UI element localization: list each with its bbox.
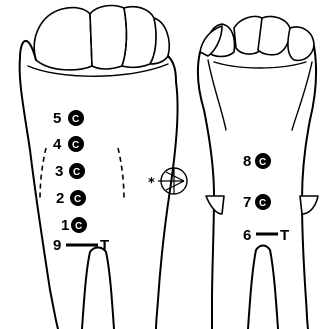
ventral-palm-top-curve bbox=[214, 62, 306, 68]
dorsal-view: 5 C 4 C 3 C 2 C 1 C 9 T bbox=[20, 6, 178, 329]
asterisk-icon: * bbox=[148, 176, 155, 191]
t-marker: T bbox=[280, 227, 289, 244]
ventral-view: 8 C 7 C 6 T bbox=[198, 16, 318, 329]
point-number: 8 bbox=[243, 153, 251, 170]
dorsal-point-5: 5 C bbox=[53, 110, 84, 127]
ventral-point-8: 8 C bbox=[243, 153, 271, 170]
ventral-leg-outline bbox=[198, 46, 316, 329]
ventral-left-spur bbox=[206, 196, 224, 214]
ventral-pad-right bbox=[288, 27, 314, 60]
dorsal-inner-groove bbox=[82, 248, 114, 329]
ventral-palm-right-line bbox=[292, 62, 312, 130]
dorsal-right-dash bbox=[118, 148, 124, 200]
asterisk-compass-symbol: * bbox=[148, 168, 187, 194]
ventral-point-7: 7 C bbox=[243, 194, 271, 211]
point-number: 9 bbox=[53, 237, 61, 254]
dorsal-left-dash bbox=[40, 148, 46, 200]
ventral-palm-left-line bbox=[208, 60, 226, 130]
c-symbol: C bbox=[74, 194, 81, 205]
point-number: 4 bbox=[53, 136, 62, 153]
c-symbol: C bbox=[75, 221, 82, 232]
dorsal-point-9: 9 T bbox=[53, 237, 109, 254]
point-number: 3 bbox=[55, 163, 63, 180]
dorsal-mid-left-claw bbox=[90, 6, 126, 69]
ventral-point-6: 6 T bbox=[243, 227, 289, 244]
point-number: 6 bbox=[243, 227, 251, 244]
ventral-inner-groove bbox=[248, 246, 278, 329]
dorsal-point-2: 2 C bbox=[56, 190, 86, 207]
c-symbol: C bbox=[259, 198, 266, 209]
point-number: 5 bbox=[53, 110, 61, 127]
dorsal-point-4: 4 C bbox=[53, 136, 84, 153]
dorsal-left-claw bbox=[34, 8, 92, 70]
ventral-pad-mid-right bbox=[258, 16, 290, 54]
t-marker: T bbox=[100, 237, 109, 254]
point-number: 7 bbox=[243, 194, 251, 211]
ventral-right-spur bbox=[300, 196, 318, 214]
c-symbol: C bbox=[259, 157, 266, 168]
dorsal-point-3: 3 C bbox=[55, 163, 85, 180]
c-symbol: C bbox=[72, 140, 79, 151]
point-number: 2 bbox=[56, 190, 64, 207]
c-symbol: C bbox=[73, 167, 80, 178]
dorsal-point-1: 1 C bbox=[61, 217, 87, 234]
point-number: 1 bbox=[61, 217, 69, 234]
c-symbol: C bbox=[72, 114, 79, 125]
